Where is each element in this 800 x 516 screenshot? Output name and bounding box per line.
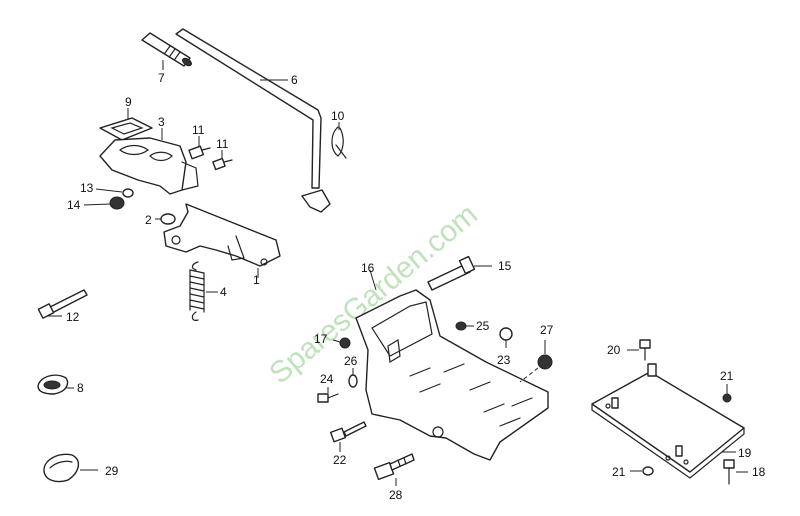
- bolt-part-22: [329, 421, 367, 452]
- plate-part-19: [591, 363, 745, 479]
- nut-part-14: [83, 196, 125, 210]
- callout-15: 15: [498, 259, 512, 273]
- r-clip-part-10: [331, 122, 347, 159]
- callout-2: 2: [145, 213, 152, 227]
- handle-rod-part-6: [175, 28, 331, 213]
- nut-part-2: [155, 213, 176, 225]
- callout-3: 3: [158, 115, 165, 129]
- callout-12: 12: [66, 310, 80, 324]
- bolt-part-11: [188, 136, 233, 171]
- callout-14: 14: [67, 198, 81, 212]
- callout-8: 8: [77, 381, 84, 395]
- bolt-part-18: [723, 459, 748, 485]
- callout-11b: 11: [216, 137, 229, 151]
- handle-grip-part-7: [141, 32, 192, 70]
- bolt-part-20: [627, 339, 651, 361]
- nut-part-23: [499, 327, 513, 348]
- callout-9: 9: [125, 95, 132, 109]
- nut-part-17: [332, 337, 351, 349]
- lever-bracket-part-1: [163, 203, 281, 278]
- main-plate-part-16: [355, 269, 549, 461]
- bolt-part-24: [317, 387, 339, 403]
- callout-4: 4: [220, 285, 227, 299]
- callout-13: 13: [80, 181, 94, 195]
- callout-23: 23: [497, 353, 511, 367]
- callout-20: 20: [607, 343, 621, 357]
- callout-27: 27: [540, 323, 554, 337]
- callout-1: 1: [253, 273, 260, 287]
- nut-part-27: [519, 340, 553, 383]
- callout-19: 19: [738, 446, 752, 460]
- washer-part-26: [348, 368, 358, 388]
- callout-29: 29: [105, 464, 119, 478]
- callout-25: 25: [476, 319, 490, 333]
- nut-part-25: [455, 321, 474, 331]
- long-bolt-part-12: [37, 289, 88, 319]
- washer-part-13: [95, 188, 134, 198]
- callout-24: 24: [320, 372, 334, 386]
- callout-18: 18: [752, 465, 766, 479]
- bolt-part-28: [373, 453, 415, 486]
- nut-part-21: [630, 384, 732, 476]
- gasket-part-9: [99, 108, 153, 141]
- callout-11a: 11: [192, 123, 205, 137]
- cap-part-8: [37, 374, 74, 395]
- callout-16: 16: [361, 261, 375, 275]
- callout-26: 26: [344, 354, 358, 368]
- callout-28: 28: [389, 488, 403, 502]
- upper-bracket-part-3: [99, 128, 199, 195]
- callout-7: 7: [158, 71, 165, 85]
- callout-21a: 21: [720, 369, 734, 383]
- pin-part-15: [427, 255, 492, 291]
- callout-17: 17: [314, 332, 328, 346]
- callout-21b: 21: [612, 465, 626, 479]
- grip-cover-part-29: [43, 453, 98, 483]
- spring-part-4: [189, 261, 218, 321]
- callout-6: 6: [291, 73, 298, 87]
- callout-10: 10: [331, 109, 345, 123]
- callout-22: 22: [333, 453, 347, 467]
